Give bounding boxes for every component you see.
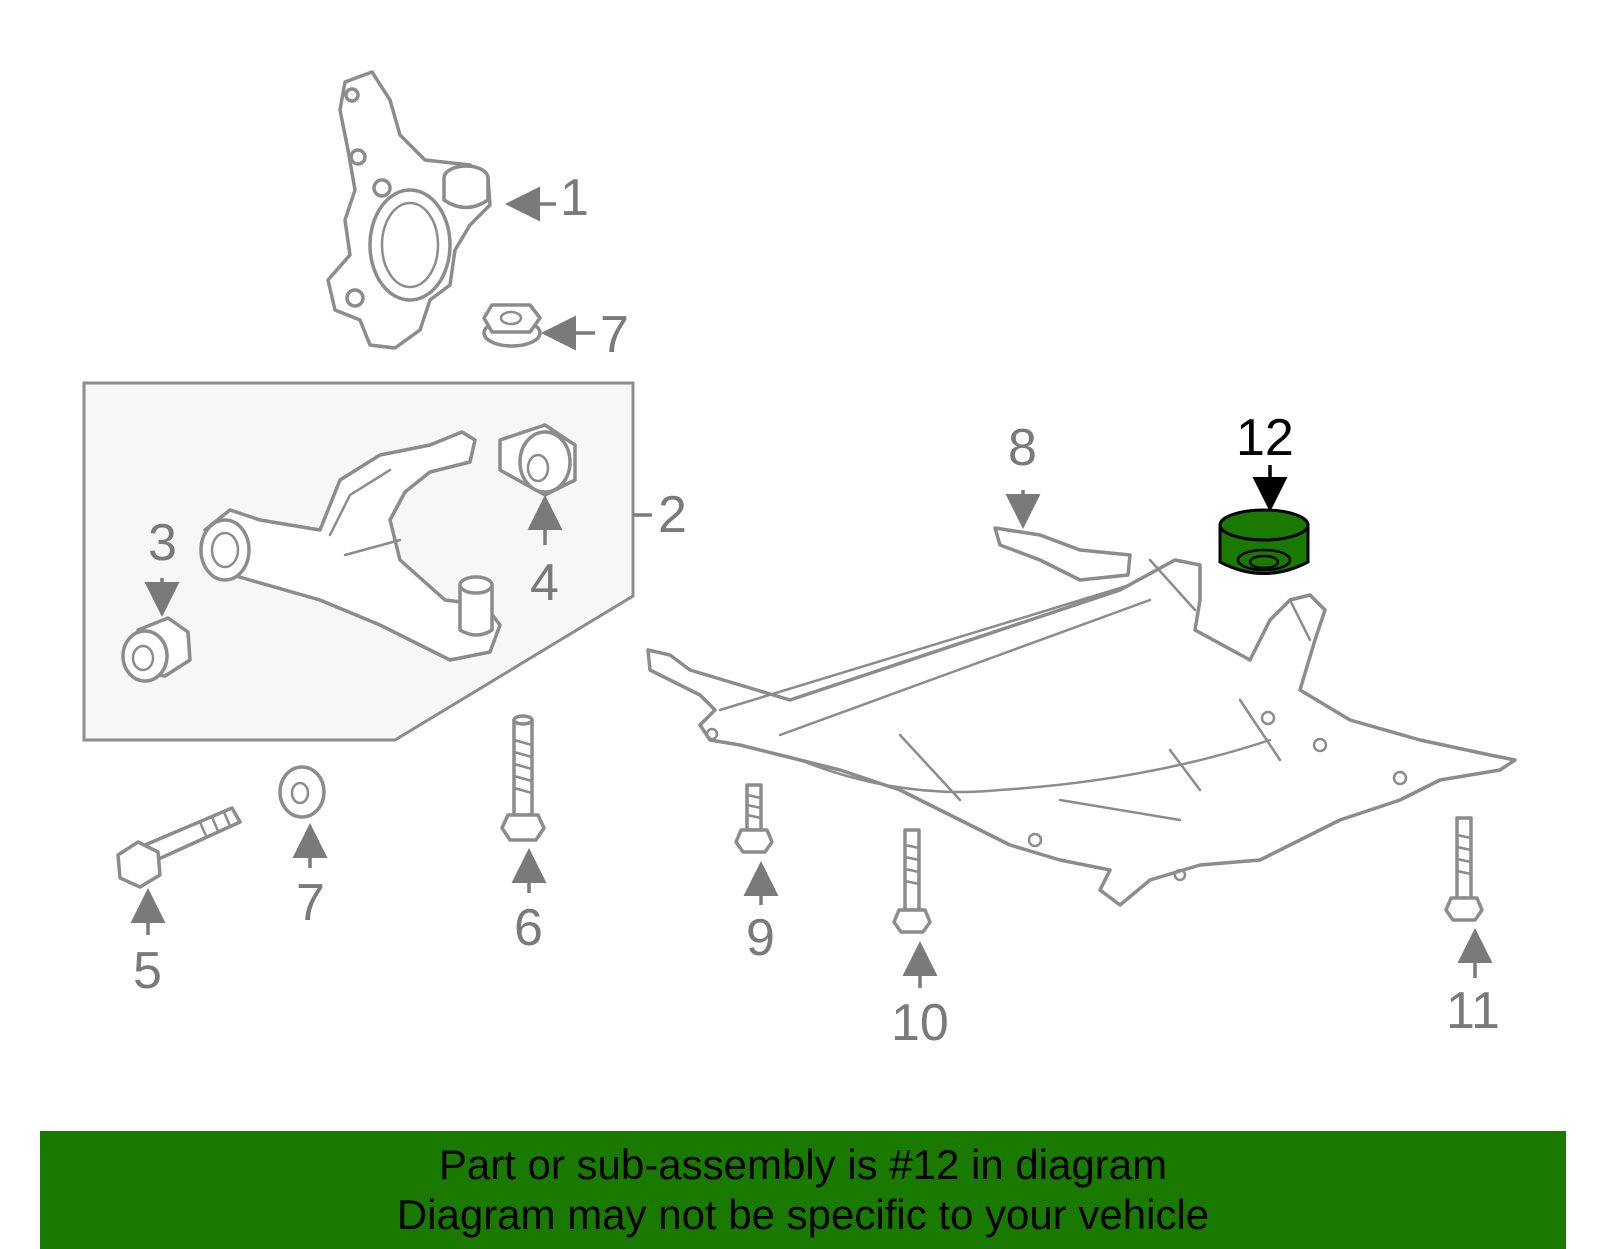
callout-4: 4 — [530, 554, 559, 612]
banner-line-2: Diagram may not be specific to your vehi… — [396, 1191, 1210, 1238]
callout-7-bottom: 7 — [296, 874, 325, 932]
highlighted-insulator-12[interactable] — [1218, 508, 1310, 575]
bolt-5[interactable] — [116, 806, 242, 889]
callout-2: 2 — [658, 486, 687, 544]
callout-10: 10 — [891, 994, 949, 1052]
bolt-9[interactable] — [734, 783, 774, 854]
info-banner: Part or sub-assembly is #12 in diagram D… — [40, 1131, 1566, 1249]
callout-1: 1 — [560, 169, 589, 227]
banner-line-1: Part or sub-assembly is #12 in diagram — [438, 1141, 1168, 1188]
rear-bushing[interactable] — [498, 423, 577, 497]
steering-knuckle[interactable] — [326, 70, 492, 350]
callout-7-top: 7 — [600, 306, 629, 364]
bolt-11[interactable] — [1444, 816, 1484, 922]
callout-12: 12 — [1236, 409, 1294, 467]
callout-8: 8 — [1008, 419, 1037, 477]
callout-9: 9 — [746, 909, 775, 967]
bolt-10[interactable] — [892, 828, 932, 934]
callout-5: 5 — [133, 942, 162, 1000]
flange-nut-top[interactable] — [482, 303, 542, 348]
callout-11: 11 — [1446, 982, 1500, 1040]
callout-6: 6 — [514, 899, 543, 957]
callout-3: 3 — [148, 514, 177, 572]
lower-control-arm[interactable] — [199, 430, 502, 662]
front-bushing[interactable] — [121, 616, 192, 683]
bolt-6[interactable] — [500, 714, 546, 842]
nut-lower[interactable] — [278, 765, 326, 819]
front-crossmember[interactable] — [646, 526, 1517, 907]
